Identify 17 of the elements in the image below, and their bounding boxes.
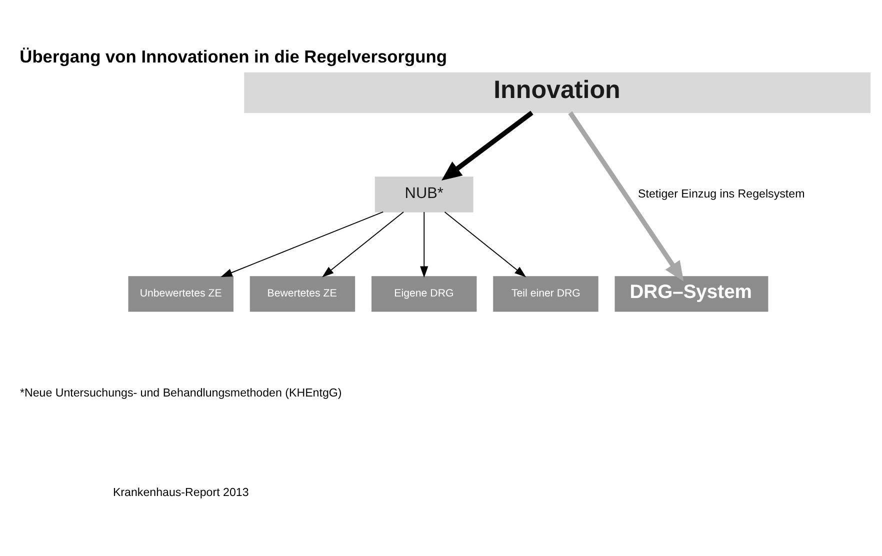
arrow <box>220 211 384 277</box>
label: *Neue Untersuchungs- und Behandlungsmethoden (KHEntgG) <box>20 387 342 400</box>
label: Krankenhaus-Report 2013 <box>112 486 249 499</box>
arrow <box>568 111 684 282</box>
arrow <box>441 110 534 181</box>
node-box: Innovation <box>244 72 871 113</box>
node-box: Eigene DRG <box>372 276 477 312</box>
node-box: Unbewertetes ZE <box>128 276 234 312</box>
node-box: DRG–System <box>614 276 768 312</box>
node-box: Bewertetes ZE <box>250 276 356 312</box>
arrow <box>420 212 428 278</box>
node-box: Teil einer DRG <box>493 276 598 312</box>
edge-label: Stetiger Einzug ins Regelsystem <box>638 188 805 200</box>
arrow <box>444 212 526 278</box>
arrow <box>322 212 404 278</box>
node-box: NUB* <box>374 176 474 212</box>
diagram-title: Übergang von Innovationen in die Regelversorgung <box>20 46 447 67</box>
